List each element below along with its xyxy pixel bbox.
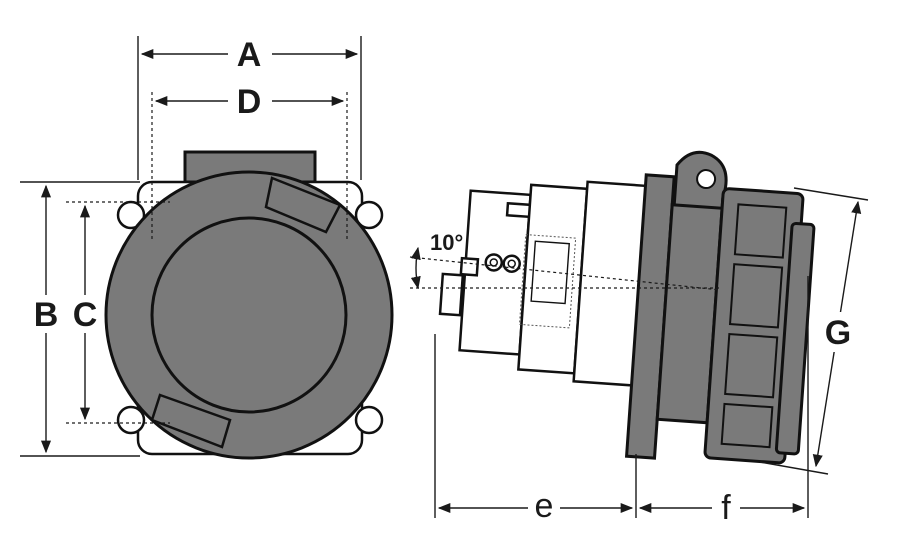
lower-hinge	[150, 393, 232, 449]
dim-g: G	[759, 187, 869, 475]
dim-label-g: G	[825, 314, 851, 352]
dim-label-e: e	[535, 487, 554, 525]
front-lid-circle	[150, 216, 348, 414]
side-view	[438, 150, 816, 465]
lid-front-strip	[774, 221, 816, 456]
dim-label-d: D	[237, 83, 262, 121]
dim-e-f: e f	[434, 276, 809, 527]
rear-pin-block	[438, 272, 465, 317]
lid-rib-3	[724, 332, 779, 399]
lid-rib-2	[728, 263, 784, 329]
lid-rib-4	[720, 402, 774, 449]
lid-rib-1	[733, 203, 788, 259]
mount-lug-tl	[116, 200, 146, 230]
upper-latch	[264, 176, 342, 234]
dim-label-b: B	[34, 296, 59, 334]
dim-label-a: A	[237, 36, 262, 74]
dim-label-c: C	[73, 296, 98, 334]
mount-lug-tr	[354, 200, 384, 230]
mount-lug-bl	[116, 405, 146, 435]
hinge-pin	[696, 169, 717, 190]
angle-indicator: 10°	[409, 230, 721, 291]
dim-label-f: f	[721, 489, 731, 527]
angle-label: 10°	[430, 230, 463, 255]
front-view: A D B C	[20, 36, 394, 460]
mount-lug-br	[354, 405, 384, 435]
